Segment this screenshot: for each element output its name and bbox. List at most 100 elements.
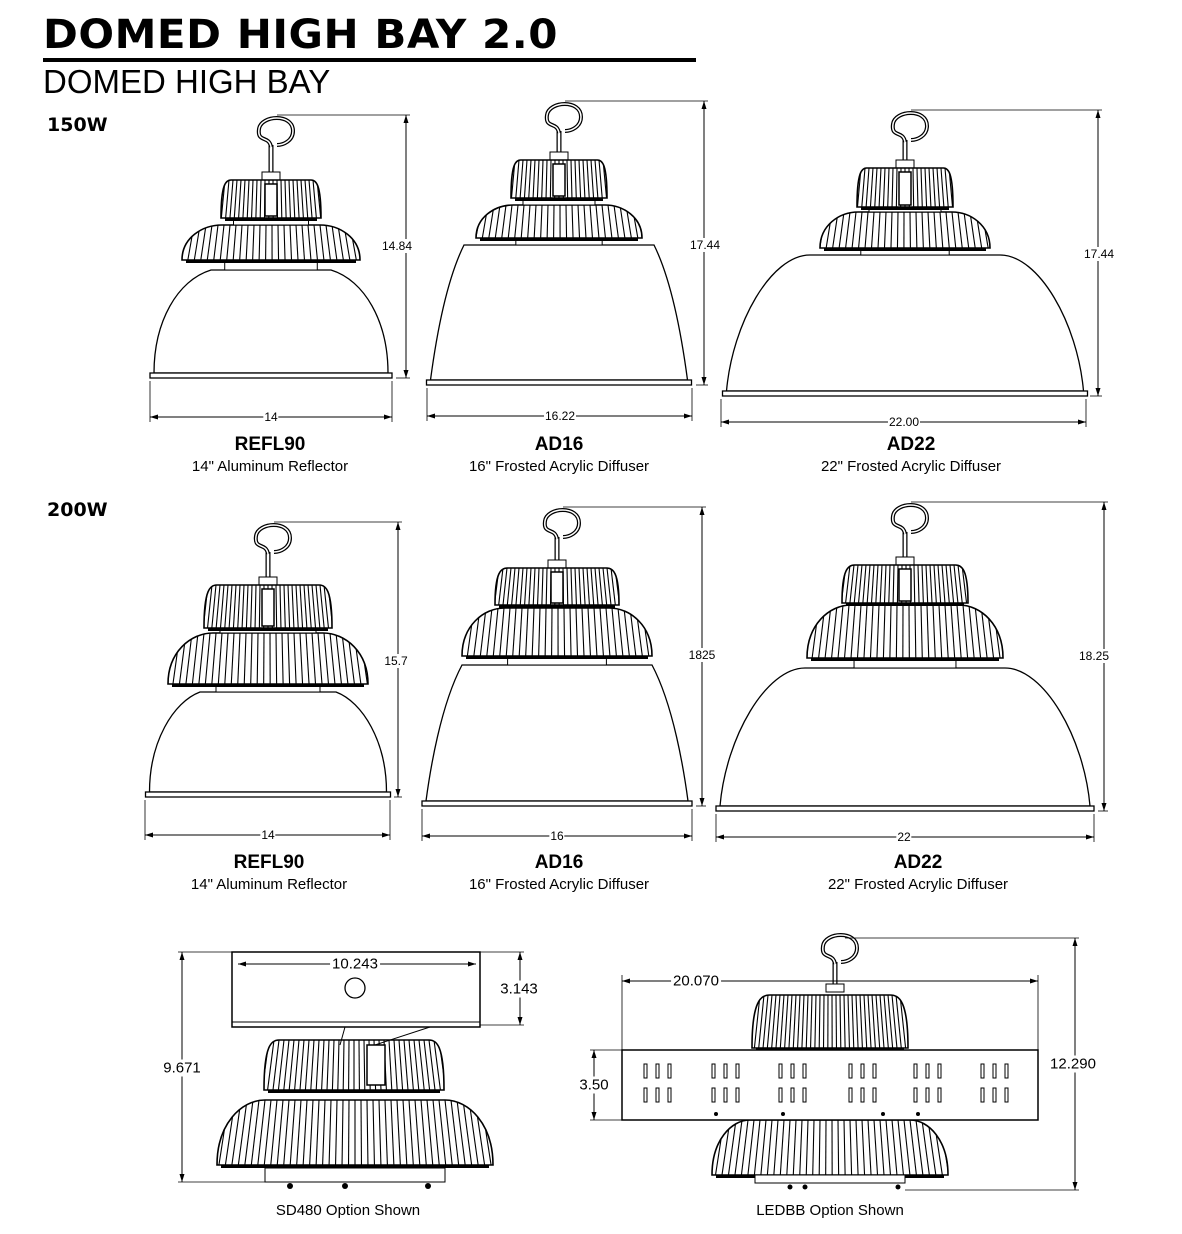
mount-screw (787, 1184, 793, 1190)
fin-line (283, 1040, 290, 1090)
height-dimension: 17.44 (688, 238, 722, 252)
fin-line (299, 1040, 305, 1090)
fin-line (792, 1120, 797, 1175)
driver (841, 564, 969, 604)
fin-line (300, 180, 304, 218)
fin-line (907, 995, 908, 1048)
fin-line (335, 1100, 338, 1165)
fin-line (932, 605, 936, 658)
fin-line (856, 605, 862, 658)
fin-line (876, 605, 880, 658)
fin-line (546, 205, 549, 238)
fin-line (294, 1040, 300, 1090)
fin-line (853, 565, 859, 603)
fin-line (303, 585, 308, 628)
fin-line (304, 1040, 310, 1090)
fin-line (217, 1100, 218, 1165)
fin-line (313, 225, 318, 260)
fin-line (246, 180, 250, 218)
mount-screw (425, 1183, 431, 1189)
model-name: AD22 (893, 852, 943, 873)
fin-line (891, 1120, 898, 1175)
fin-line (914, 605, 917, 658)
fin-line (618, 568, 619, 605)
heatsink-ribs (476, 205, 642, 238)
fin-line (613, 205, 619, 238)
width-dimension-line-arrow-left (422, 833, 430, 839)
vent-slot (913, 1063, 918, 1079)
fin-line (871, 995, 876, 1048)
width-dimension-line-arrow-right (684, 833, 692, 839)
vent-slot (735, 1087, 740, 1103)
fin-line (619, 205, 626, 238)
fin-line (956, 605, 962, 658)
fin-line (849, 565, 855, 603)
vent-slot (937, 1087, 942, 1103)
hook-nut (825, 983, 845, 993)
fin-line (325, 225, 331, 260)
fin-line (473, 608, 481, 656)
fin-line (885, 1120, 892, 1175)
fin-line (882, 168, 886, 207)
fin-line (321, 1040, 325, 1090)
driver-label-plate (264, 183, 278, 217)
fin-line (873, 1120, 879, 1175)
model-description: 16" Frosted Acrylic Diffuser (468, 876, 650, 893)
fin-line (861, 1120, 866, 1175)
fin-line (255, 180, 258, 218)
fin-line (230, 633, 235, 684)
ledbb-box-height-line-arrow-top (591, 1050, 597, 1058)
fin-line (225, 180, 230, 218)
fin-line (805, 1120, 809, 1175)
fin-line (593, 608, 598, 656)
fin-line (426, 1100, 434, 1165)
fin-line (276, 1100, 284, 1165)
height-dimension-line-arrow-top (1095, 110, 1101, 118)
heatsink (181, 224, 361, 261)
fin-line (974, 605, 982, 658)
fin-line (779, 1120, 785, 1175)
box-screw (714, 1112, 718, 1116)
hook-inner (258, 117, 294, 148)
fin-line (605, 608, 611, 656)
height-dimension-line-arrow-bottom (701, 377, 707, 385)
fin-line (185, 633, 193, 684)
driver-label-plate (261, 588, 275, 627)
ledbb-total-height-line-arrow-bottom (1072, 1182, 1078, 1190)
fin-line (869, 168, 874, 207)
fin-line (347, 633, 355, 684)
fin-line (927, 1120, 937, 1175)
sd480-total-height-line-arrow-top (179, 952, 185, 960)
vent-slot (790, 1087, 795, 1103)
shade-rim (144, 791, 392, 798)
fin-line (229, 180, 234, 218)
fin-line (277, 225, 280, 260)
width-dimension: 14 (260, 828, 276, 842)
fin-line (887, 995, 894, 1048)
fin-line (586, 568, 590, 605)
fin-line (498, 568, 504, 605)
fin-line (299, 585, 304, 628)
fin-line (569, 608, 572, 656)
fin-line (784, 995, 789, 1048)
fin-line (251, 180, 254, 218)
fin-line (245, 585, 249, 628)
vent-slot (980, 1087, 985, 1103)
height-dimension-line-arrow-top (403, 115, 409, 123)
fin-line (307, 225, 312, 260)
fin-line (168, 633, 169, 684)
fin-line (284, 180, 287, 218)
fin-line (566, 568, 569, 605)
fin-line (414, 1100, 421, 1165)
height-dimension-line-arrow-top (395, 522, 401, 530)
fin-line (577, 205, 581, 238)
fin-line (252, 225, 255, 260)
title-rule (43, 58, 696, 62)
fin-line (311, 585, 317, 628)
ledbb-total-height-line-arrow-top (1072, 938, 1078, 946)
vent-slot (1004, 1087, 1009, 1103)
fin-line (838, 212, 845, 248)
fin-line (226, 225, 231, 260)
height-dimension-line-arrow-bottom (403, 370, 409, 378)
ledbb-box-height-line-arrow-bottom (591, 1112, 597, 1120)
